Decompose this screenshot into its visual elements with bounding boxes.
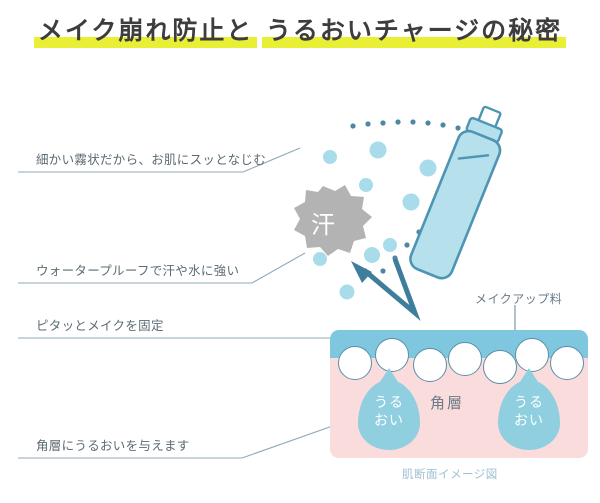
makeup-cell — [413, 348, 447, 382]
repel-arrow — [351, 258, 421, 322]
makeup-cell — [448, 342, 482, 376]
makeup-cell — [515, 338, 549, 372]
title-highlight-2 — [261, 36, 567, 48]
callout-moisture-label: 角層にうるおいを与えます — [36, 439, 190, 453]
stratum-corneum-label: 角層 — [430, 395, 465, 412]
leader-line-waterproof — [18, 252, 306, 284]
mist-dots-arc — [350, 119, 461, 131]
makeup-cell — [338, 346, 372, 380]
moisture-droplet-right-label: うる おい — [514, 394, 544, 428]
callout-fine-mist-label: 細かい霧状だから、お肌にスッとなじむ — [36, 153, 267, 167]
spray-can-icon — [409, 105, 503, 280]
sweat-badge-label: 汗 — [311, 212, 335, 239]
title-line-2: うるおいチャージの秘密 — [261, 14, 567, 50]
callout-moisture: 角層にうるおいを与えます — [18, 436, 278, 458]
callout-waterproof-label: ウォータープルーフで汗や水に強い — [36, 264, 240, 278]
title-text-1: メイク崩れ防止と — [37, 17, 254, 45]
makeup-cell — [483, 350, 517, 384]
moisture-droplet-left-label: うる おい — [374, 394, 404, 428]
makeup-material-label: メイクアップ料 — [475, 292, 563, 306]
skin-cross-section: 角層 うる おい うる おい — [330, 330, 588, 458]
moisture-droplet-right: うる おい — [498, 380, 560, 450]
callout-fix-makeup: ピタッとメイクを固定 — [18, 316, 278, 338]
page-title: メイク崩れ防止と うるおいチャージの秘密 — [0, 12, 600, 50]
diagram-caption: 肌断面イメージ図 — [402, 469, 498, 481]
title-text-2: うるおいチャージの秘密 — [265, 17, 563, 45]
leader-line-moisture — [18, 416, 359, 459]
makeup-cell — [375, 338, 409, 372]
callout-fix-makeup-label: ピタッとメイクを固定 — [36, 319, 164, 333]
callout-fine-mist: 細かい霧状だから、お肌にスッとなじむ — [18, 150, 278, 172]
title-line-1: メイク崩れ防止と — [33, 14, 258, 50]
moisture-droplet-left: うる おい — [358, 380, 420, 450]
sweat-badge — [294, 185, 372, 256]
makeup-cell — [550, 346, 584, 380]
callout-waterproof: ウォータープルーフで汗や水に強い — [18, 261, 278, 283]
title-highlight-1 — [33, 36, 258, 48]
leader-line-fine-mist — [18, 147, 301, 173]
